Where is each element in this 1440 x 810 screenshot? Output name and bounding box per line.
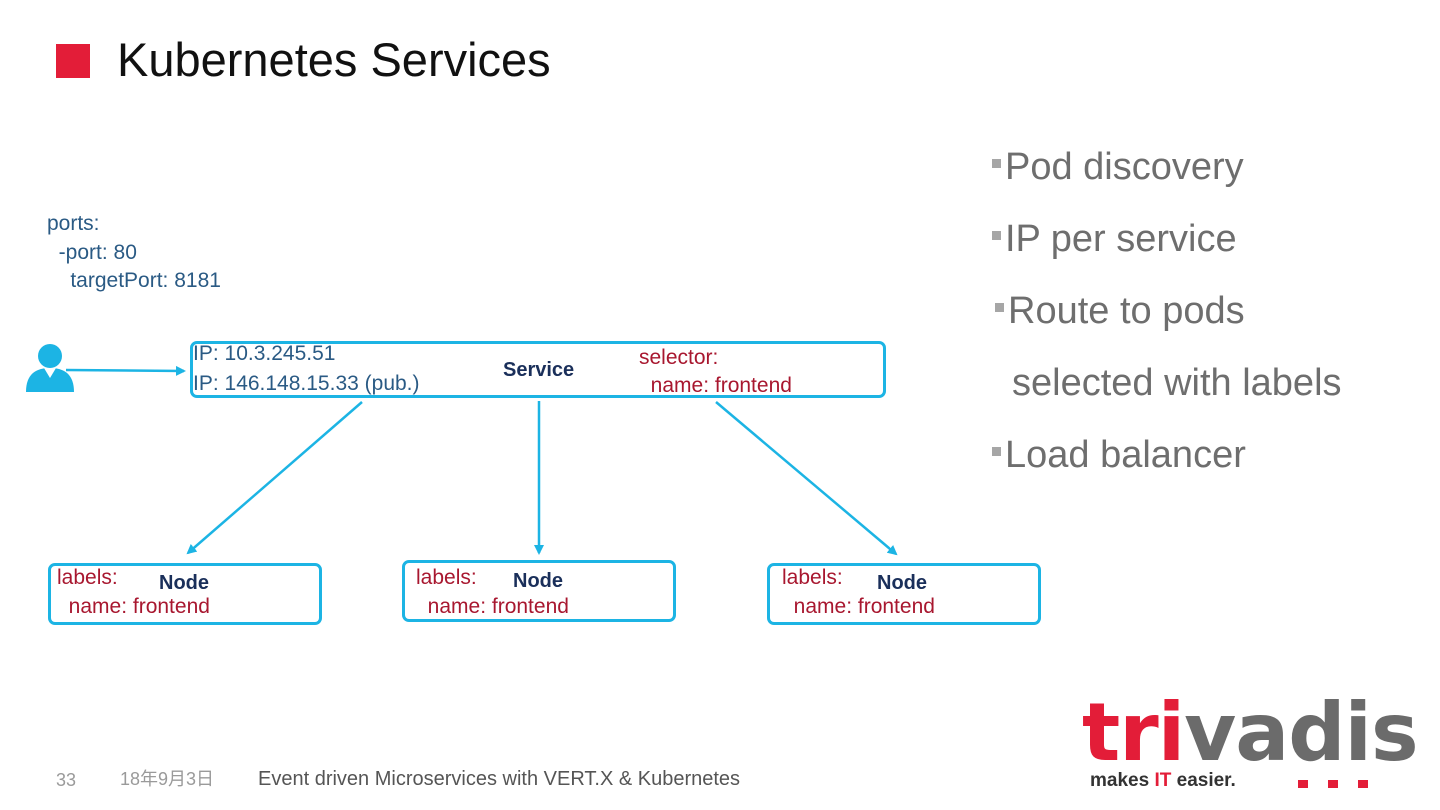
logo-dot [1298, 780, 1308, 788]
title-accent-square [56, 44, 90, 78]
service-ip-internal: IP: 10.3.245.51 [193, 342, 336, 365]
footer-date: 18年9月3日 [120, 769, 215, 789]
slide-title: Kubernetes Services [117, 33, 551, 86]
bullet-continuation: selected with labels [1012, 362, 1342, 404]
bullet-item: Pod discovery [992, 146, 1244, 189]
footer-presentation-title: Event driven Microservices with VERT.X &… [258, 768, 741, 790]
node-2-labels-key: labels: [416, 566, 477, 589]
logo-tagline: makes IT easier. [1090, 770, 1236, 791]
service-box [190, 341, 886, 398]
node-box-1 [48, 563, 322, 625]
service-selector-key: selector: [639, 346, 719, 369]
node-1-title: Node [159, 572, 209, 594]
service-selector-value: name: frontend [639, 374, 792, 397]
arrow-user-to-service [65, 365, 186, 376]
bullet-marker-icon [992, 447, 1001, 456]
bullet-marker-icon [992, 231, 1001, 240]
ports-spec: ports: -port: 80 targetPort: 8181 [47, 212, 221, 292]
bullet-item: Load balancer [992, 434, 1246, 477]
node-1-labels-value: name: frontend [57, 595, 210, 618]
node-1-labels-key: labels: [57, 566, 118, 589]
logo-wordmark: trivadis [1082, 686, 1419, 779]
node-box-3 [767, 563, 1041, 625]
service-title: Service [503, 359, 575, 381]
node-2-title: Node [513, 570, 563, 592]
trivadis-logo: trivadis makes IT easier. [1082, 686, 1419, 795]
arrow-service-to-node-3 [715, 401, 898, 556]
node-3-labels-value: name: frontend [782, 595, 935, 618]
bullet-item: Route to pods [995, 290, 1245, 333]
node-box-2 [402, 560, 676, 622]
logo-dot [1328, 780, 1338, 788]
page-number: 33 [56, 770, 77, 790]
node-3-labels-key: labels: [782, 566, 843, 589]
bullet-marker-icon [992, 159, 1001, 168]
node-3-title: Node [877, 572, 927, 594]
person-icon [26, 344, 74, 392]
bullet-item: IP per service [992, 218, 1237, 261]
service-ip-public: IP: 146.148.15.33 (pub.) [193, 372, 420, 395]
node-2-labels-value: name: frontend [416, 595, 569, 618]
arrow-service-to-node-1 [186, 401, 363, 555]
bullet-marker-icon [995, 303, 1004, 312]
logo-dot [1358, 780, 1368, 788]
